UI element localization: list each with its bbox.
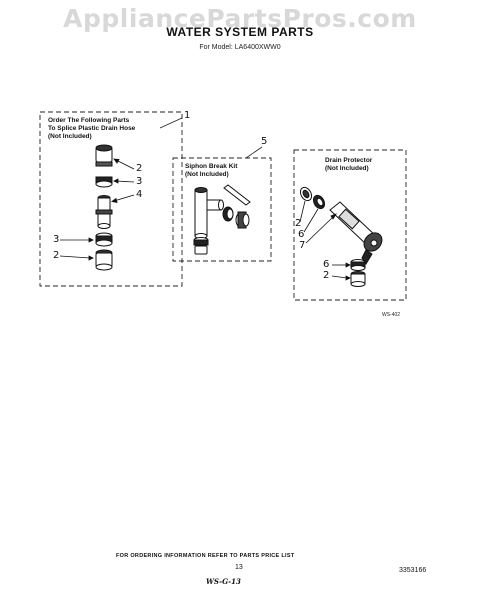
drain-ring-6-bottom xyxy=(350,259,366,271)
document-number: 3353166 xyxy=(399,567,427,574)
splice-part-label: 3 xyxy=(53,234,60,245)
siphon-callout-number: 5 xyxy=(261,136,268,147)
drain-part-label: 6 xyxy=(323,259,330,270)
drain-coupling-2-bottom xyxy=(350,271,366,287)
siphon-ring-2 xyxy=(235,211,250,229)
handwritten-note: WS-G-13 xyxy=(206,577,241,586)
splice-heading-line2: To Splice Plastic Drain Hose xyxy=(48,125,136,132)
splice-connector xyxy=(95,195,113,229)
siphon-heading-line2: (Not Included) xyxy=(185,171,229,178)
drain-ring-2-top xyxy=(299,186,313,202)
drain-part-label: 6 xyxy=(298,229,305,240)
splice-callout-leader xyxy=(159,117,183,129)
siphon-callout-leader xyxy=(245,146,263,159)
splice-part-label: 4 xyxy=(136,189,143,200)
drain-group-box xyxy=(293,149,407,301)
leader-drain-2-bottom xyxy=(331,275,348,279)
splice-coupling-bottom xyxy=(95,249,113,271)
splice-part-label: 3 xyxy=(136,176,143,187)
leader-drain-6-top xyxy=(303,208,319,233)
drain-part-label: 2 xyxy=(295,218,302,229)
leader-drain-7 xyxy=(305,215,335,244)
leader-splice-3a xyxy=(115,180,135,183)
ordering-note: FOR ORDERING INFORMATION REFER TO PARTS … xyxy=(116,553,295,559)
leader-splice-2a xyxy=(115,159,135,170)
splice-clamp-bottom xyxy=(95,232,113,247)
watermark: AppliancePartsPros.com xyxy=(63,4,417,33)
siphon-group-box xyxy=(172,157,272,262)
splice-coupling-top xyxy=(95,144,113,167)
drain-part-label: 7 xyxy=(299,240,306,251)
leader-splice-4 xyxy=(113,194,135,202)
splice-clamp-top xyxy=(95,176,113,188)
siphon-hose xyxy=(223,184,251,206)
model-subtitle: For Model: LA6400XWW0 xyxy=(199,44,281,51)
siphon-clamp xyxy=(193,237,209,246)
splice-callout-number: 1 xyxy=(184,110,191,121)
siphon-coupling xyxy=(194,245,208,255)
splice-part-label: 2 xyxy=(53,250,60,261)
splice-part-label: 2 xyxy=(136,163,143,174)
figure-code: WS-402 xyxy=(382,312,401,318)
siphon-heading-line1: Siphon Break Kit xyxy=(185,163,238,170)
page-title: WATER SYSTEM PARTS xyxy=(166,25,314,39)
leader-drain-2-top xyxy=(299,200,306,223)
drain-protector-body xyxy=(329,201,383,265)
drain-part-label: 2 xyxy=(323,270,330,281)
drain-ring-6-top xyxy=(312,194,326,210)
page-number: 13 xyxy=(235,564,243,571)
splice-heading-line3: (Not Included) xyxy=(48,133,92,140)
drain-heading-line2: (Not Included) xyxy=(325,165,369,172)
drain-heading-line1: Drain Protector xyxy=(325,157,373,164)
siphon-tee xyxy=(194,187,224,239)
siphon-ring-1 xyxy=(222,206,234,222)
splice-heading-line1: Order The Following Parts xyxy=(48,117,130,124)
splice-group-box xyxy=(39,111,183,287)
leader-splice-2b xyxy=(59,255,91,259)
